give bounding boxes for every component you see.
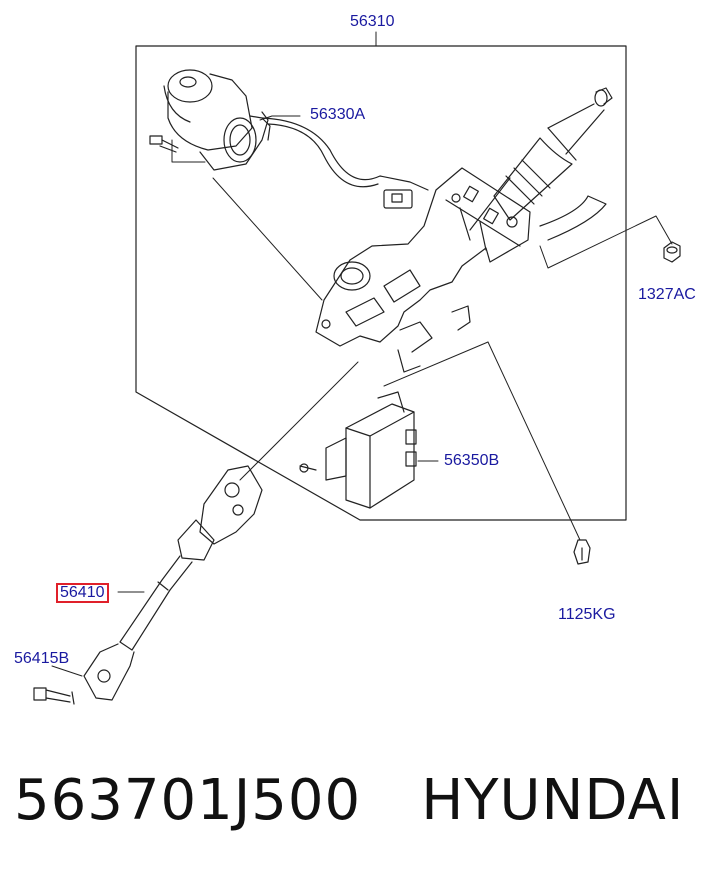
leader-lines (51, 31, 673, 677)
callout-shaft[interactable]: 56410 (56, 583, 109, 603)
part-number: 563701J500 (14, 767, 362, 833)
column-upper (469, 87, 613, 241)
brand-name: HYUNDAI (421, 767, 685, 833)
motor-bolt (149, 135, 179, 153)
steering-column-diagram (33, 31, 681, 705)
callout-module: 56350B (444, 452, 500, 469)
shaft-bolt-56415b (33, 687, 75, 705)
motor-56330a (163, 69, 429, 209)
nut-1327ac (663, 241, 681, 263)
callout-shaft-bolt: 56415B (14, 650, 70, 667)
footer: 563701J500 HYUNDAI (14, 760, 714, 840)
intermediate-shaft-56410 (83, 465, 263, 701)
callout-assembly: 56310 (350, 13, 395, 30)
control-module-56350b (299, 391, 417, 509)
callout-motor: 56330A (310, 106, 366, 123)
assembly-boundary (135, 45, 627, 521)
bolt-1125kg (573, 539, 591, 565)
callout-nut: 1327AC (638, 286, 696, 303)
mounting-bracket (315, 167, 531, 373)
callout-bolt: 1125KG (558, 606, 616, 623)
